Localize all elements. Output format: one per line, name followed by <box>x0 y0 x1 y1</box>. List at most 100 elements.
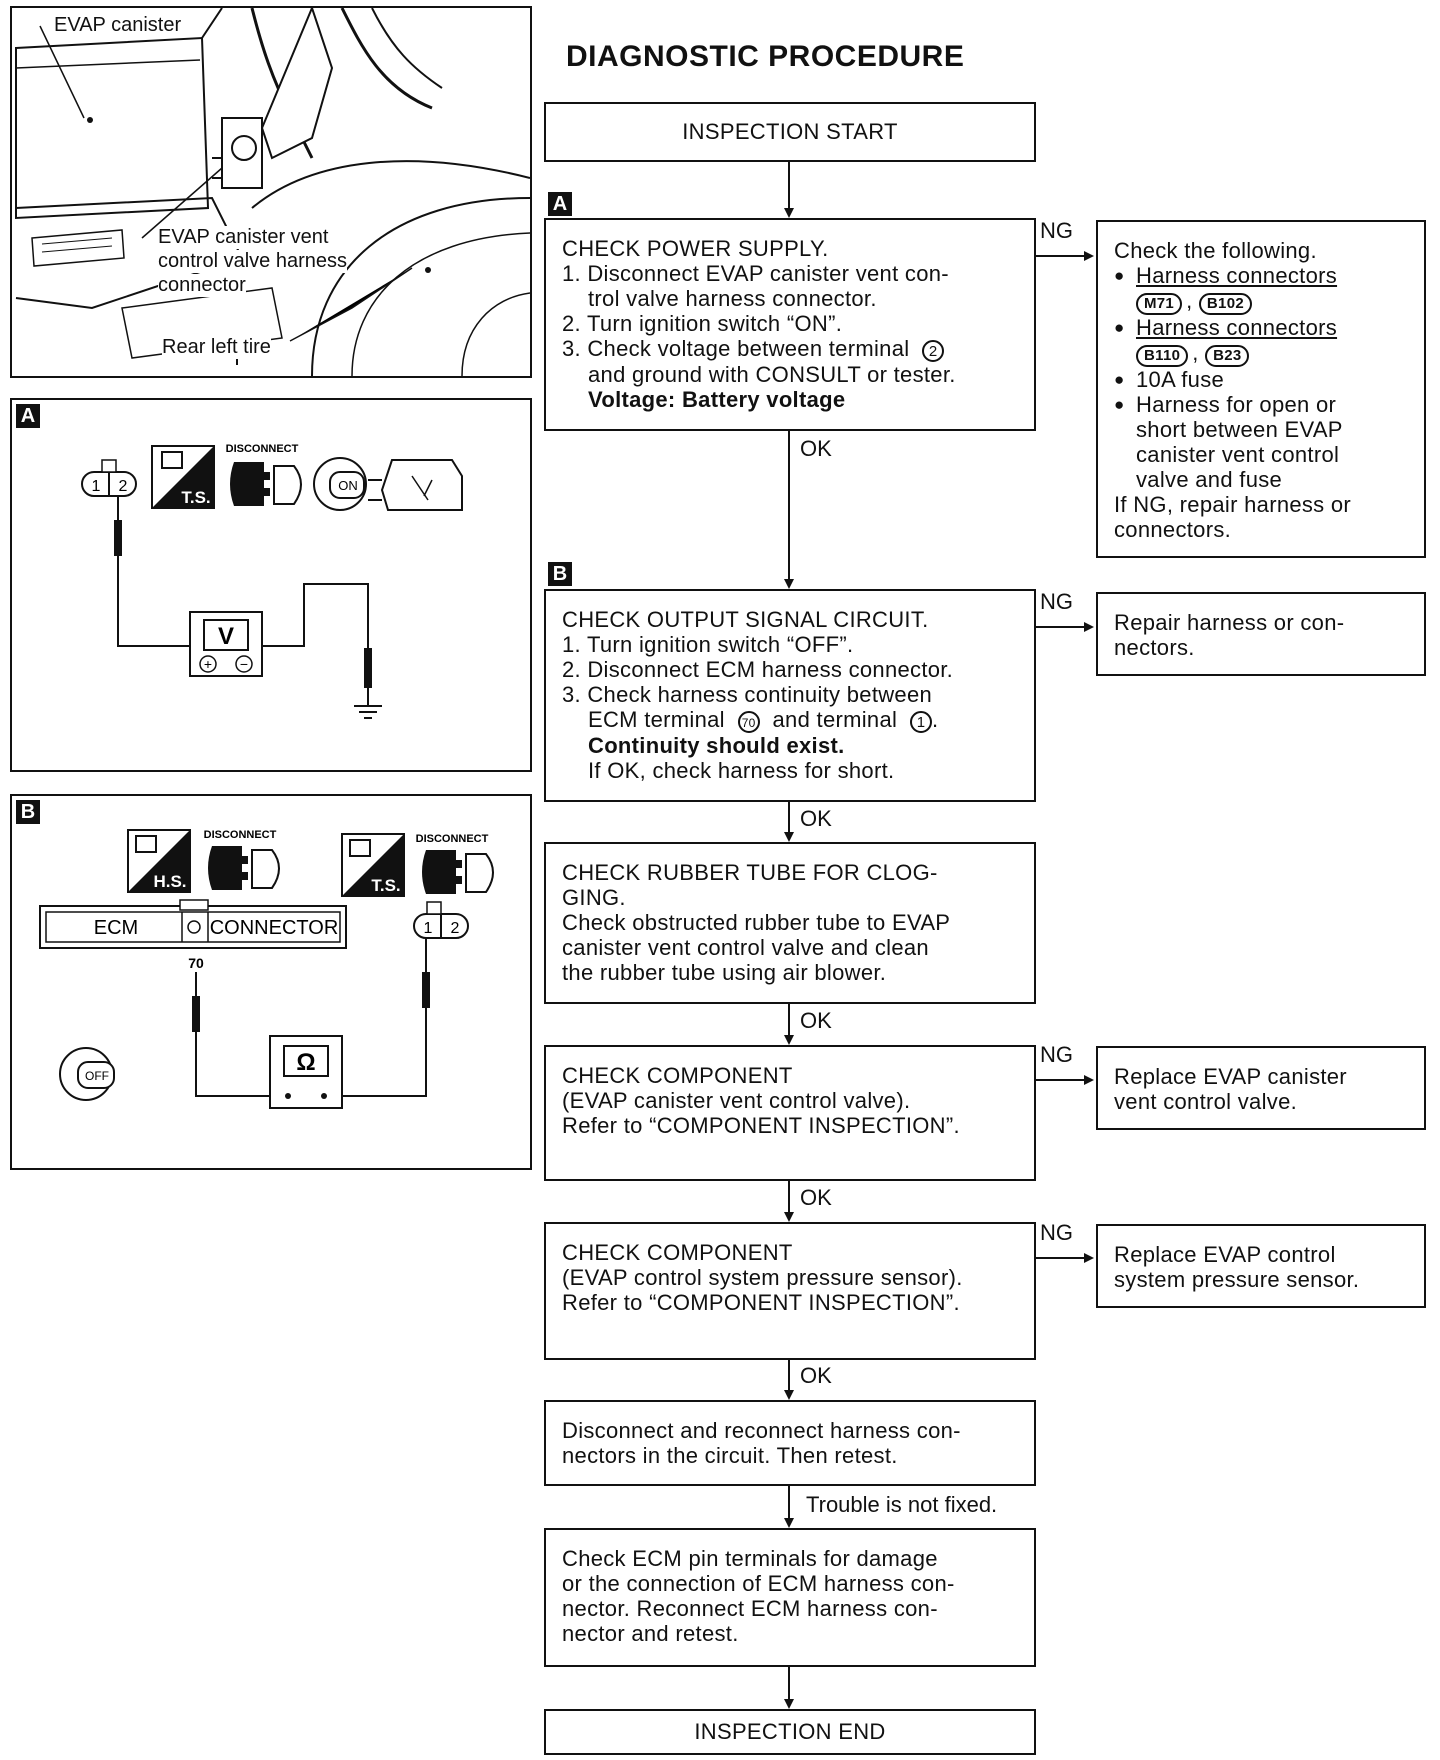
step7-line1: Check ECM pin terminals for damage <box>562 1546 938 1571</box>
panel-b-ohmmeter: Ω <box>269 1035 343 1109</box>
ng4-line1: Replace EVAP control <box>1114 1242 1336 1267</box>
step5-line1: CHECK COMPONENT <box>562 1240 793 1265</box>
terminal-2-symbol: 2 <box>922 340 945 362</box>
ng1-bullet-harness-2: Harness connectors <box>1114 315 1408 340</box>
panel-b-connector-label: CONNECTOR <box>210 917 339 939</box>
step4-line2: (EVAP canister vent control valve). <box>562 1088 911 1113</box>
ng1-bullet4-line2: short between EVAP <box>1136 417 1343 442</box>
step2-continuity-spec: Continuity should exist. <box>588 733 845 758</box>
panel-a-letter: A <box>16 404 40 428</box>
step2-line3a: 3. Check harness continuity between <box>562 682 933 707</box>
reconnect-harness-box: Disconnect and reconnect harness con- ne… <box>544 1400 1036 1486</box>
ng1-bullet4-line4: valve and fuse <box>1136 467 1283 492</box>
check-ecm-pins-box: Check ECM pin terminals for damage or th… <box>544 1528 1036 1667</box>
ng1-bullet4-line3: canister vent control <box>1136 442 1340 467</box>
panel-b-ts-label: T.S. <box>371 876 400 895</box>
ok-label-4: OK <box>800 1185 832 1210</box>
panel-a-disconnect-icon: DISCONNECT <box>226 443 302 506</box>
panel-b-pin1: 1 <box>424 920 433 937</box>
step2-and-terminal-text: and terminal <box>772 707 898 732</box>
step1-line1b: trol valve harness connector. <box>588 286 877 311</box>
ng3-line1: Replace EVAP canister <box>1114 1064 1347 1089</box>
ng1-bullet1-text: Harness connectors <box>1136 263 1338 288</box>
panel-b-disconnect-icon-2: DISCONNECT <box>416 833 494 894</box>
ng-label-2: NG <box>1040 589 1073 614</box>
panel-b-letter: B <box>16 800 40 824</box>
ng3-replace-valve-box: Replace EVAP canister vent control valve… <box>1096 1046 1426 1130</box>
ng-label-4: NG <box>1040 1220 1073 1245</box>
step2-line2: 2. Disconnect ECM harness connector. <box>562 657 954 682</box>
ng1-title: Check the following. <box>1114 238 1317 263</box>
label-rear-left-tire: Rear left tire <box>162 336 271 359</box>
step1-title: CHECK POWER SUPPLY. <box>562 236 829 261</box>
ng2-line2: nectors. <box>1114 635 1195 660</box>
ng1-bullet-fuse: 10A fuse <box>1114 367 1408 392</box>
ng1-connectors-1: M71, B102 <box>1114 288 1408 315</box>
check-rubber-tube-box: CHECK RUBBER TUBE FOR CLOG- GING. Check … <box>544 842 1036 1004</box>
panel-a-pin2: 2 <box>119 478 128 495</box>
label-evap-canister: EVAP canister <box>54 14 182 37</box>
step-a-tag: A <box>548 192 572 216</box>
check-vent-valve-box: CHECK COMPONENT (EVAP canister vent cont… <box>544 1045 1036 1181</box>
panel-b-circuit-diagram: H.S. DISCONNECT T.S. DISCONNECT <box>39 829 494 1109</box>
label-vent-valve-line2: control valve harness <box>158 250 347 273</box>
ng1-bullet-harness-1: Harness connectors <box>1114 263 1408 288</box>
ng4-line2: system pressure sensor. <box>1114 1267 1360 1292</box>
check-pressure-sensor-box: CHECK COMPONENT (EVAP control system pre… <box>544 1222 1036 1360</box>
panel-b-pin2: 2 <box>451 920 460 937</box>
step4-line3: Refer to “COMPONENT INSPECTION”. <box>562 1113 960 1138</box>
step7-line4: nector and retest. <box>562 1621 739 1646</box>
step4-line1: CHECK COMPONENT <box>562 1063 793 1088</box>
panel-a-on-label: ON <box>338 478 358 493</box>
panel-a: A 1 2 T.S. DISCONNECT ON <box>10 398 532 772</box>
label-vent-valve-line1: EVAP canister vent <box>158 226 329 249</box>
panel-b-meter-label: Ω <box>296 1049 315 1076</box>
panel-b-ecm-label: ECM <box>94 917 138 939</box>
connector-m71: M71 <box>1136 293 1183 315</box>
panel-a-ignition-on-icon: ON <box>313 457 367 511</box>
step1-line3b: and ground with CONSULT or tester. <box>588 362 956 387</box>
inspection-start-box: INSPECTION START <box>544 102 1036 162</box>
step3-line2: GING. <box>562 885 626 910</box>
step1-voltage-spec: Voltage: Battery voltage <box>588 387 846 412</box>
panel-b-disconnect-label-2: DISCONNECT <box>416 833 489 845</box>
panel-a-meter-label: V <box>218 623 234 650</box>
step5-line2: (EVAP control system pressure sensor). <box>562 1265 963 1290</box>
ng2-line1: Repair harness or con- <box>1114 610 1345 635</box>
panel-b-harness-sensor-icon: H.S. <box>127 829 191 893</box>
photo-panel: EVAP canister EVAP canister vent control… <box>10 5 532 378</box>
panel-a-voltmeter: V + − <box>189 611 263 677</box>
panel-a-ts-label: T.S. <box>181 488 210 507</box>
connector-b110: B110 <box>1136 345 1189 367</box>
step1-line1a: 1. Disconnect EVAP canister vent con- <box>562 261 949 286</box>
step2-ecm-terminal-text: ECM terminal <box>588 707 725 732</box>
terminal-70-symbol: 70 <box>737 711 760 733</box>
step2-line3b: ECM terminal 70 and terminal 1. <box>588 707 939 733</box>
terminal-1-symbol: 1 <box>910 711 933 733</box>
ok-label-1: OK <box>800 436 832 461</box>
label-vent-valve-line3: connector <box>158 274 246 297</box>
ng3-line2: vent control valve. <box>1114 1089 1298 1114</box>
page-title: DIAGNOSTIC PROCEDURE <box>566 40 965 73</box>
step-b-tag: B <box>548 562 572 586</box>
check-power-supply-box: CHECK POWER SUPPLY. 1. Disconnect EVAP c… <box>544 218 1036 431</box>
connector-b23: B23 <box>1205 345 1250 367</box>
step2-title: CHECK OUTPUT SIGNAL CIRCUIT. <box>562 607 929 632</box>
panel-a-circuit-diagram: 1 2 T.S. DISCONNECT ON <box>81 443 463 719</box>
step7-line2: or the connection of ECM harness con- <box>562 1571 955 1596</box>
component-location-illustration <box>15 5 531 377</box>
panel-a-minus: − <box>240 656 248 672</box>
panel-b-off-label: OFF <box>85 1069 109 1083</box>
step3-line1: CHECK RUBBER TUBE FOR CLOG- <box>562 860 938 885</box>
ng1-bullet2-text: Harness connectors <box>1136 315 1338 340</box>
panel-a-tester-icon: T.S. <box>151 445 215 509</box>
trouble-not-fixed-label: Trouble is not fixed. <box>806 1492 998 1517</box>
panel-b-terminal-70: 70 <box>188 955 204 971</box>
ng1-footer-1: If NG, repair harness or <box>1114 492 1352 517</box>
inspection-end-label: INSPECTION END <box>694 1719 886 1744</box>
panel-b-hs-label: H.S. <box>153 872 186 891</box>
step1-line3a: 3. Check voltage between terminal <box>562 336 910 361</box>
panel-b: B H.S. DISCONNECT T.S. DISCONNECT <box>10 794 532 1170</box>
connector-b102: B102 <box>1198 293 1252 315</box>
panel-a-plus: + <box>204 656 212 672</box>
